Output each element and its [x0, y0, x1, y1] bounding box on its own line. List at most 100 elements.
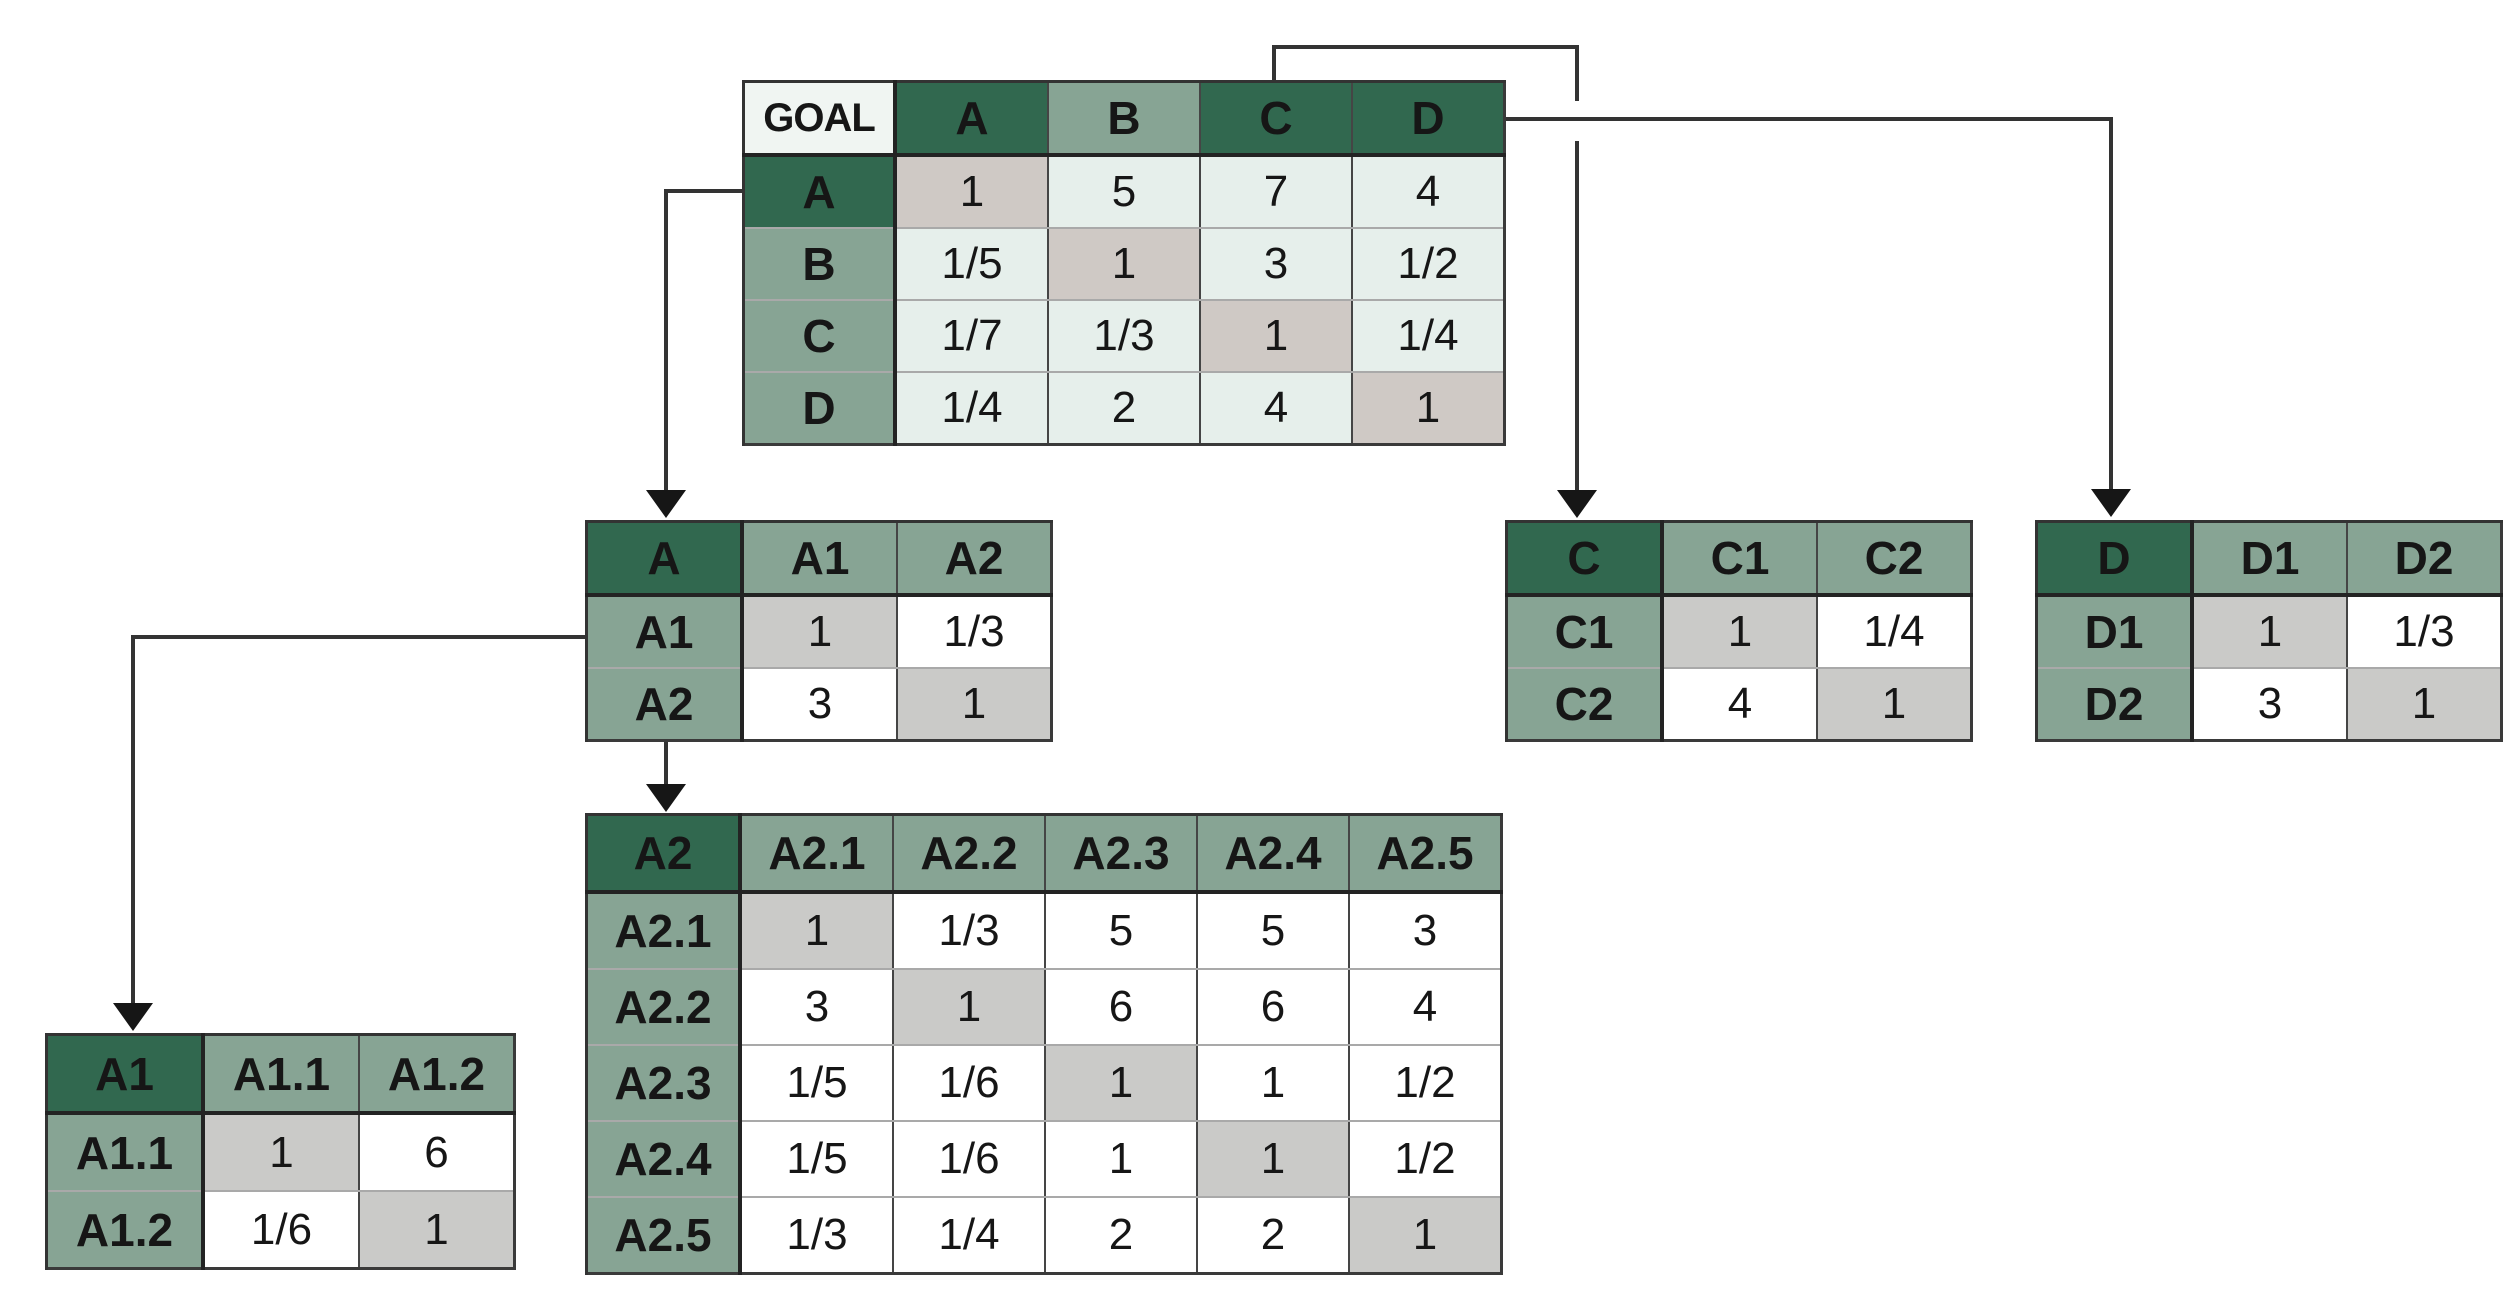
matrix-corner-label: A2	[585, 813, 742, 894]
matrix-col-header: A1	[741, 520, 898, 597]
matrix-cell: 1/3	[2346, 594, 2503, 669]
matrix-cell: 1/3	[1047, 299, 1201, 373]
matrix-cell: 6	[1044, 968, 1198, 1046]
matrix-cell: 3	[739, 968, 894, 1046]
matrix-col-header: D	[1351, 80, 1506, 157]
matrix-cell: 1/7	[894, 299, 1049, 373]
matrix-cell: 1/6	[892, 1044, 1046, 1122]
matrix-col-header: D1	[2191, 520, 2348, 597]
matrix-cell: 1/3	[739, 1196, 894, 1275]
matrix-cell: 1	[739, 891, 894, 970]
matrix-row-header: A2.2	[585, 968, 742, 1046]
matrix-col-header: A1.1	[202, 1033, 360, 1115]
matrix-corner-label: A1	[45, 1033, 205, 1115]
matrix-cell: 1/2	[1348, 1044, 1503, 1122]
matrix-cell: 1/5	[894, 227, 1049, 301]
matrix-cell: 3	[1348, 891, 1503, 970]
matrix-cell: 4	[1661, 667, 1818, 742]
matrix-row-header: C2	[1505, 667, 1664, 742]
matrix-corner-label: A	[585, 520, 744, 597]
matrix-corner-label: C	[1505, 520, 1664, 597]
connector-goal-to-c	[1272, 45, 1579, 101]
matrix-cell: 2	[1044, 1196, 1198, 1275]
matrix-cell: 4	[1199, 371, 1353, 446]
matrix-col-header: A2	[896, 520, 1053, 597]
matrix-col-header: C2	[1816, 520, 1973, 597]
matrix-col-header: A2.1	[739, 813, 894, 894]
matrix-row-header: A1.1	[45, 1112, 205, 1192]
matrix-cell: 1/3	[892, 891, 1046, 970]
matrix-cell: 6	[358, 1112, 516, 1192]
matrix-row-header: A2.3	[585, 1044, 742, 1122]
matrix-cell: 1	[1199, 299, 1353, 373]
matrix-cell: 1	[358, 1190, 516, 1270]
matrix-cell: 6	[1196, 968, 1350, 1046]
connector-goal-to-d	[1504, 117, 2113, 493]
matrix-col-header: A2.3	[1044, 813, 1198, 894]
matrix-cell: 1/2	[1348, 1120, 1503, 1198]
matrix-cell: 2	[1047, 371, 1201, 446]
matrix-cell: 1/6	[892, 1120, 1046, 1198]
arrowhead-a-to-a1	[113, 1003, 153, 1031]
matrix-row-header: A1.2	[45, 1190, 205, 1270]
matrix-cell: 1	[1044, 1044, 1198, 1122]
matrix-corner-label: GOAL	[742, 80, 897, 157]
matrix-cell: 1/4	[1351, 299, 1506, 373]
matrix-cell: 1	[2346, 667, 2503, 742]
matrix-col-header: C1	[1661, 520, 1818, 597]
matrix-cell: 1	[896, 667, 1053, 742]
matrix-cell: 1/5	[739, 1044, 894, 1122]
matrix-row-header: C	[742, 299, 897, 373]
matrix-row-header: D1	[2035, 594, 2194, 669]
matrix-cell: 1/3	[896, 594, 1053, 669]
matrix-cell: 1	[1044, 1120, 1198, 1198]
matrix-row-header: A2.4	[585, 1120, 742, 1198]
matrix-cell: 1	[894, 154, 1049, 229]
matrix-cell: 1	[1661, 594, 1818, 669]
matrix-cell: 1	[1351, 371, 1506, 446]
arrowhead-goal-to-d	[2091, 489, 2131, 517]
matrix-col-header: A	[894, 80, 1049, 157]
matrix-cell: 1	[892, 968, 1046, 1046]
matrix-cell: 1	[1196, 1120, 1350, 1198]
matrix-cell: 1	[1816, 667, 1973, 742]
matrix-col-header: A2.2	[892, 813, 1046, 894]
matrix-row-header: D2	[2035, 667, 2194, 742]
matrix-cell: 4	[1348, 968, 1503, 1046]
matrix-cell: 3	[1199, 227, 1353, 301]
matrix-row-header: A2.1	[585, 891, 742, 970]
matrix-cell: 1/2	[1351, 227, 1506, 301]
matrix-corner-label: D	[2035, 520, 2194, 597]
matrix-cell: 5	[1047, 154, 1201, 229]
matrix-col-header: A2.5	[1348, 813, 1503, 894]
matrix-row-header: A2	[585, 667, 744, 742]
matrix-cell: 1/4	[894, 371, 1049, 446]
matrix-col-header: A2.4	[1196, 813, 1350, 894]
arrowhead-goal-to-a	[646, 490, 686, 518]
matrix-col-header: A1.2	[358, 1033, 516, 1115]
matrix-cell: 4	[1351, 154, 1506, 229]
matrix-cell: 1/4	[1816, 594, 1973, 669]
